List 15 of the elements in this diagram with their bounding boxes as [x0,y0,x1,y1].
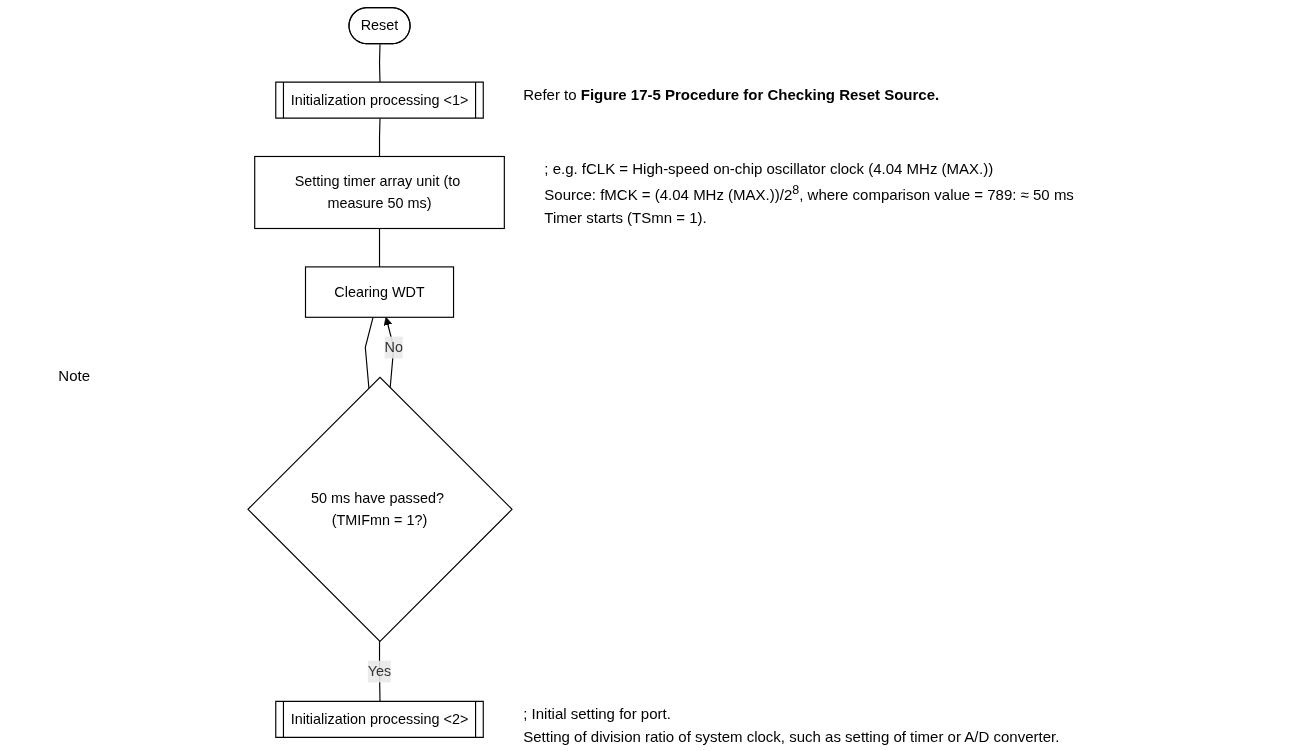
side-note: ; e.g. fCLK = High-speed on-chip oscillator clock (4.04 MHz (MAX.)) [544,160,995,178]
side-note: Timer starts (TSmn = 1). [544,209,708,227]
side-note: ; Initial setting for port. [523,705,672,723]
node-diamond: 50 ms have passed? (TMIFmn = 1?) [247,376,513,643]
side-note: Source: fMCK = (4.04 MHz (MAX.))/2$^{8}$, where comparison value = 789: ≈ 50 ms [544,183,1074,204]
side-note: Refer to Figure 17-5 Procedure for Checking Reset Source. [523,86,940,104]
edge-label: Yes [367,662,392,679]
connector [378,118,381,158]
node-box: Setting timer array unit (to measure 50 ms) [254,155,505,230]
side-note: Setting of division ratio of system clock, such as setting of timer or A/D converter. [523,728,1060,746]
node-box: Clearing WDT [304,266,455,318]
connector [364,316,374,389]
connector [378,227,381,268]
bracket-note-label: Note [58,367,90,384]
edge-label: No [384,338,403,355]
